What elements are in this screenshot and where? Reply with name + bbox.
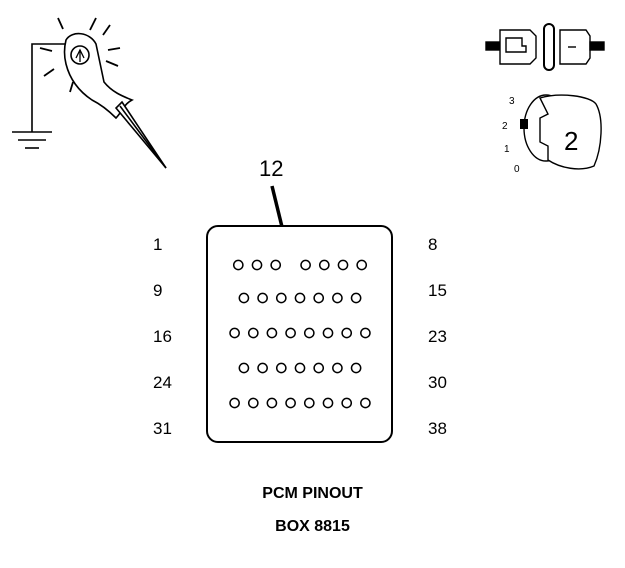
pin-label-right-row-1: 8: [428, 235, 437, 254]
pin-hole-26: [294, 362, 306, 374]
pin-hole-17: [266, 327, 278, 339]
pin-hole-4: [300, 259, 311, 271]
callout-pin-number: 12: [259, 156, 283, 181]
pin-label-right-row-4: 30: [428, 373, 447, 392]
pin-hole-16: [247, 327, 259, 339]
pin-label-right-row-3: 23: [428, 327, 447, 346]
pin-hole-21: [341, 327, 353, 339]
pin-hole-11: [294, 292, 306, 304]
ignition-key-icon: [520, 94, 602, 170]
pin-hole-27: [313, 362, 325, 374]
pin-hole-5: [318, 259, 330, 271]
pin-hole-2: [251, 259, 263, 271]
pin-hole-12: [313, 292, 325, 304]
pin-hole-18: [285, 327, 296, 339]
pin-hole-37: [360, 397, 371, 409]
pin-hole-6: [337, 259, 349, 271]
pin-label-left-row-3: 16: [153, 327, 172, 346]
ignition-position-1: 1: [504, 144, 510, 155]
pin-label-left-row-1: 1: [153, 235, 162, 254]
pin-label-right-row-2: 15: [428, 281, 447, 300]
ignition-key-position-label: 2: [564, 126, 578, 156]
pin-hole-15: [229, 327, 240, 339]
diagram-subtitle: BOX 8815: [275, 518, 350, 535]
ground-symbol-icon: [12, 43, 70, 149]
pin-label-left-row-2: 9: [153, 281, 162, 300]
pin-hole-36: [341, 397, 353, 409]
pin-hole-28: [332, 362, 343, 374]
pin-hole-34: [303, 397, 315, 409]
pin-hole-20: [322, 327, 334, 339]
diagram-title: PCM PINOUT: [262, 485, 363, 502]
pin-label-left-row-5: 31: [153, 419, 172, 438]
pin-label-right-row-5: 38: [428, 419, 447, 438]
test-light-probe-icon: [39, 17, 167, 169]
ignition-position-0: 0: [514, 164, 520, 175]
pin-label-left-row-4: 24: [153, 373, 172, 392]
pin-hole-29: [350, 362, 362, 374]
pin-hole-9: [257, 292, 268, 304]
pin-hole-23: [238, 362, 250, 374]
pcm-connector-pins: [229, 259, 371, 409]
pin-hole-22: [360, 327, 371, 339]
pin-hole-30: [229, 397, 240, 409]
pin-hole-25: [275, 362, 287, 374]
disconnected-connector-icon: [485, 23, 605, 71]
pin-hole-33: [285, 397, 296, 409]
pcm-connector-outline: [206, 225, 393, 443]
pin-hole-13: [332, 292, 343, 304]
pin-hole-1: [232, 259, 244, 271]
pin-hole-3: [270, 259, 282, 271]
pin-hole-35: [322, 397, 334, 409]
pin-hole-7: [356, 259, 368, 271]
pin-hole-32: [266, 397, 278, 409]
pin-hole-24: [257, 362, 268, 374]
ignition-position-3: 3: [509, 96, 515, 107]
pin-hole-31: [247, 397, 259, 409]
pin-hole-8: [238, 292, 250, 304]
pin-hole-10: [275, 292, 287, 304]
pin-hole-14: [350, 292, 362, 304]
pin-hole-19: [303, 327, 315, 339]
ignition-position-2: 2: [502, 121, 508, 132]
